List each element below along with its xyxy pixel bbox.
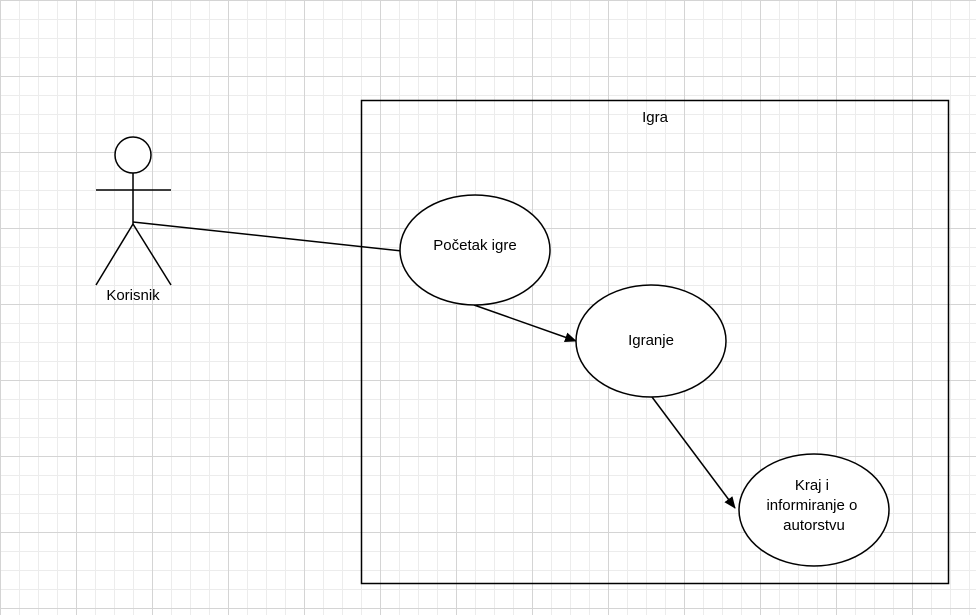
edge-pocetak-to-igranje[interactable]: [473, 304, 577, 343]
association-line[interactable]: [132, 221, 403, 252]
actor-left-leg: [95, 223, 134, 286]
use-case-label-line: autorstvu: [783, 517, 845, 534]
use-case-igranje[interactable]: Igranje: [575, 284, 727, 398]
edge-igranje-to-kraj[interactable]: [651, 396, 736, 509]
svg-text:Početak igre: Početak igre: [433, 237, 516, 254]
use-case-ellipse: [399, 194, 551, 306]
use-case-label-line: Igranje: [628, 332, 674, 349]
use-case-ellipse: [738, 453, 890, 567]
use-case-ellipse: [575, 284, 727, 398]
use-case-label-line: informiranje o: [766, 497, 857, 514]
use-case-pocetak-igre[interactable]: Početak igre: [399, 194, 551, 306]
svg-text:Igranje: Igranje: [628, 332, 674, 349]
use-case-label-line: Kraj i: [795, 477, 829, 494]
actor-head: [114, 136, 152, 174]
actor-figure[interactable]: [95, 136, 172, 286]
system-boundary[interactable]: [360, 99, 950, 585]
use-case-label-line: Početak igre: [433, 237, 516, 254]
use-case-kraj[interactable]: Kraj i informiranje o autorstvu: [738, 453, 890, 567]
system-boundary-label: Igra: [642, 109, 669, 126]
svg-text:Kraj i informiranje o: Kraj i informiranje o autorstvu: [766, 477, 861, 534]
actor-label: Korisnik: [106, 287, 160, 304]
actor-right-leg: [132, 223, 172, 286]
